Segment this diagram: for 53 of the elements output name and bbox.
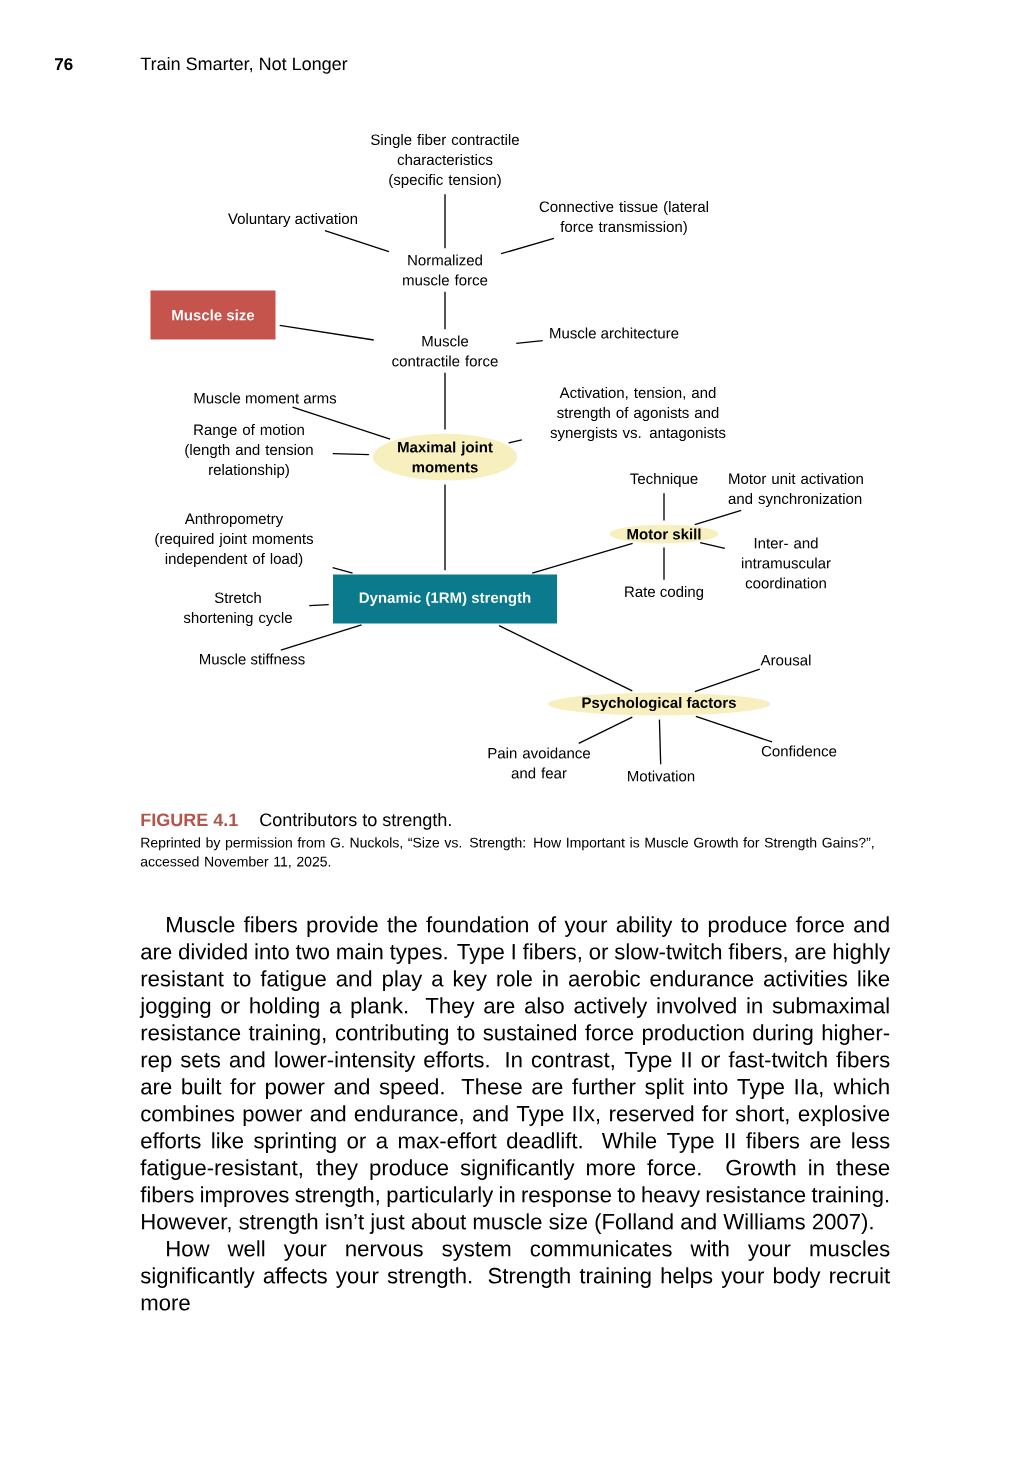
connector-line xyxy=(694,668,761,693)
factor-label: Anthropometry (required joint moments independent of load) xyxy=(155,513,314,567)
connector-line xyxy=(531,542,634,574)
connector-line xyxy=(699,541,726,550)
figure-number: FIGURE 4.1 xyxy=(141,813,238,827)
connector-line xyxy=(331,566,354,574)
factor-box: Muscle size xyxy=(150,290,276,340)
factor-label: Connective tissue (lateral force transmission) xyxy=(539,201,708,235)
connector-line xyxy=(663,492,665,522)
factor-label: Motivation xyxy=(628,770,695,782)
connector-line xyxy=(498,624,633,692)
body-paragraph: Muscle fibers provide the foundation of your ability to produce force and are divided into two main types. Type I fibers, or slow-twitch fibers, are highly resistant to fatigue and play a key role in aerobic endurance activities like jogging or holding a plank. They are also actively involved in submaximal resistance training, contributing to sustained force production during higher-rep sets and lower-intensity efforts. In contrast, Type II or fast-twitch fibers are built for power and speed. These are further split into Type IIa, which combines power and endurance, and Type IIx, reserved for short, explosive efforts like sprinting or a max-effort deadlift. While Type II fibers are less fatigue-resistant, they produce significantly more force. Growth in these fibers improves strength, particularly in response to heavy resistance training. However, strength isn’t just about muscle size (Folland and Williams 2007). xyxy=(139,916,891,1234)
factor-label: Single fiber contractile characteristics (specific tension) xyxy=(371,134,519,188)
connector-line xyxy=(332,452,370,456)
connector-line xyxy=(500,237,555,255)
connector-line xyxy=(444,291,446,330)
connector-line xyxy=(444,483,446,571)
factor-label: Inter- and intramuscular coordination xyxy=(742,537,831,589)
connector-line xyxy=(280,624,363,651)
connector-line xyxy=(279,324,375,341)
running-header: Train Smarter, Not Longer xyxy=(140,56,348,74)
body-paragraph: How well your nervous system communicates with your muscles significantly affects your strength. Strength training helps your body recruit more xyxy=(140,1240,890,1311)
factor-label: Stretch shortening cycle xyxy=(183,592,292,626)
connector-line xyxy=(444,372,446,431)
factor-label: Voluntary activation xyxy=(228,213,358,227)
factor-box: Dynamic (1RM) strength xyxy=(333,574,557,624)
factor-label: Motor unit activation and synchronization xyxy=(728,473,863,507)
factor-label: Muscle architecture xyxy=(550,327,679,339)
connector-line xyxy=(694,509,742,526)
factor-label: Normalized muscle force xyxy=(403,254,488,286)
connector-line xyxy=(515,339,544,345)
credit-line: Reprinted by permission from G. Nuckols, “Size vs. Strength: How Important is Muscle Growth for Strength Gains?”, accessed November 11, 2025. xyxy=(140,837,874,869)
factor-label: Rate coding xyxy=(625,586,704,600)
factor-label: Range of motion (length and tension relationship) xyxy=(185,424,313,478)
connector-line xyxy=(308,603,330,607)
connector-line xyxy=(578,716,633,745)
factor-label: Muscle contractile force xyxy=(392,335,498,367)
connector-line xyxy=(663,546,665,581)
connector-line xyxy=(508,439,523,444)
factor-label: Technique xyxy=(630,473,698,487)
figure-caption: Contributors to strength. xyxy=(260,812,451,830)
connector-line xyxy=(291,406,391,440)
factor-label: Arousal xyxy=(760,654,811,666)
connector-line xyxy=(658,718,662,765)
factor-label: Muscle stiffness xyxy=(200,653,305,665)
factor-label: Pain avoidance and fear xyxy=(488,747,590,779)
factor-label: Activation, tension, and strength of agonists and synergists vs. antagonists xyxy=(550,387,726,441)
page-number: 76 xyxy=(55,58,73,71)
connector-line xyxy=(695,715,773,743)
factor-label: Muscle moment arms xyxy=(194,392,337,404)
factor-label: Confidence xyxy=(761,745,837,757)
connector-line xyxy=(324,229,390,253)
connector-line xyxy=(444,193,446,249)
